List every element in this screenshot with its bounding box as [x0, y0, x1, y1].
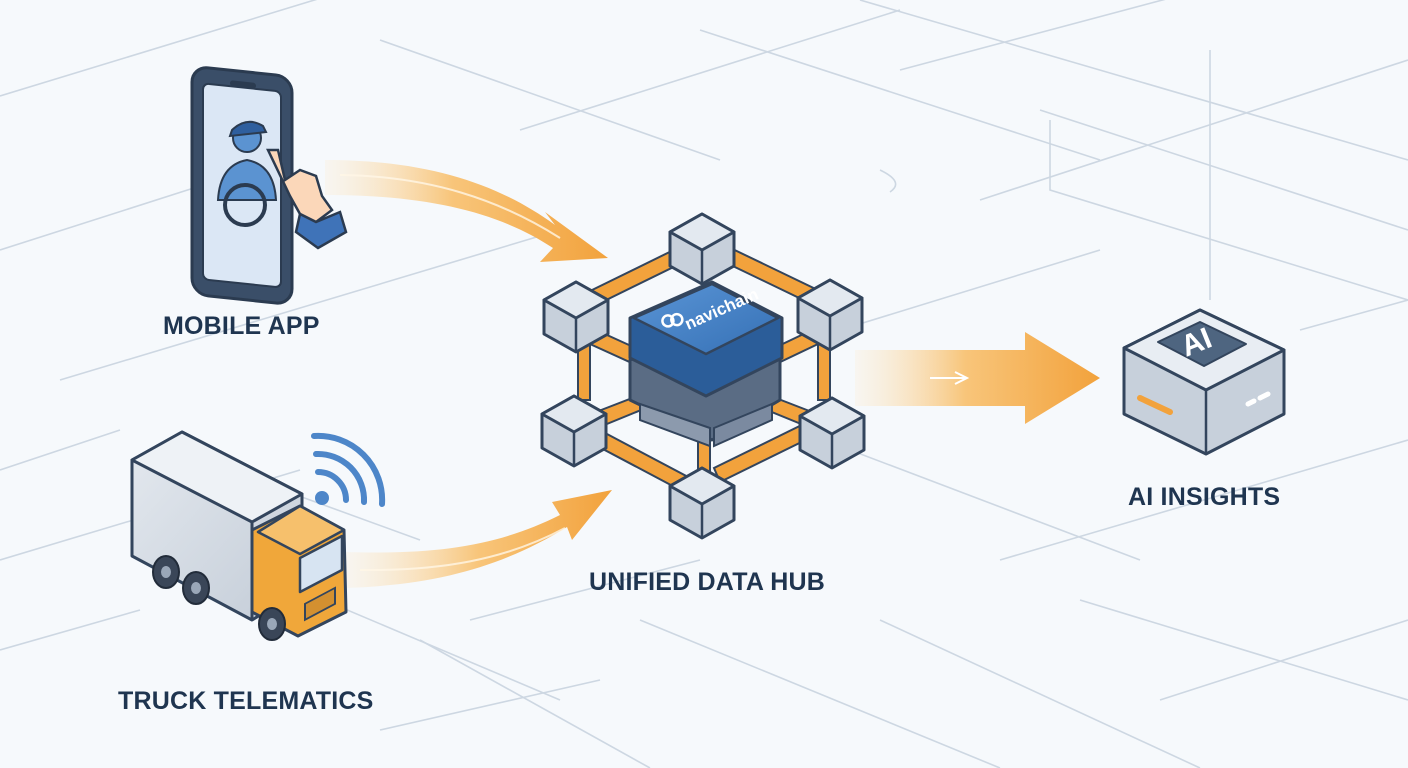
hub-node-right	[796, 278, 864, 352]
arrow-mobile-to-hub	[325, 160, 608, 262]
arrow-truck-to-hub	[345, 490, 612, 588]
hub-core-server	[628, 280, 784, 448]
ai-insights-label: AI INSIGHTS	[1128, 483, 1281, 511]
smartphone-touch-icon	[190, 66, 348, 305]
hub-node-left	[542, 280, 610, 354]
truck-telematics-label: TRUCK TELEMATICS	[118, 687, 374, 715]
network-hub-icon	[540, 212, 866, 540]
ai-server-icon	[1122, 308, 1286, 456]
wireless-signal-icon	[311, 432, 386, 507]
unified-data-hub-label: UNIFIED DATA HUB	[589, 568, 826, 596]
arrow-hub-to-ai	[855, 332, 1100, 424]
hub-node-bottom	[668, 466, 736, 540]
hub-node-bottom-right	[798, 396, 866, 470]
hub-node-bottom-left	[540, 394, 608, 468]
mobile-app-label: MOBILE APP	[163, 312, 320, 340]
delivery-truck-icon	[130, 430, 348, 641]
hub-node-top	[668, 212, 736, 286]
